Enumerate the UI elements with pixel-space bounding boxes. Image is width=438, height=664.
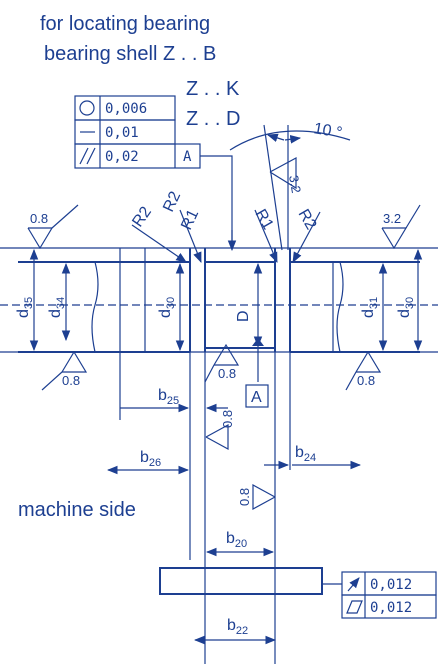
label-d35: d35 (15, 297, 35, 318)
surface-value-top-right: 3.2 (383, 211, 401, 226)
dim-b25: b25 (120, 387, 228, 413)
surface-value-bottom-right: 0.8 (357, 373, 375, 388)
tolerance-frame-right: 0,012 0,012 (322, 571, 437, 619)
datum-a: A (245, 338, 269, 408)
label-d31: d31 (360, 297, 380, 318)
tolerance-datum: A (183, 149, 192, 165)
flatness-icon (346, 600, 363, 614)
surface-value-angled: 3.2 (286, 174, 304, 194)
surface-value-top-left: 0.8 (30, 211, 48, 226)
surface-mark-lower-a: 0.8 (205, 410, 235, 451)
header-line-1: for locating bearing (40, 13, 210, 35)
surface-mark-bottom-right: 0.8 (345, 350, 382, 391)
tolerance-frame-left: 0,006 0,01 0,02 A (74, 95, 201, 169)
tolerance-value-flatness: 0,012 (370, 600, 412, 616)
label-D: D (235, 310, 252, 322)
label-b24: b24 (295, 444, 316, 464)
runout-icon (347, 577, 360, 592)
dim-b26: b26 (106, 449, 190, 475)
header-line-4: Z . . D (186, 108, 240, 130)
datum-a-label: A (251, 389, 262, 406)
surface-mark-bottom-left: 0.8 (41, 350, 88, 391)
radius-r2-right: R2 (295, 207, 320, 233)
label-d34: d34 (47, 297, 67, 318)
label-d30-right: d30 (396, 297, 416, 318)
angle-label: 10 ° (312, 120, 343, 142)
circularity-icon (79, 100, 95, 116)
tolerance-value-parallelism: 0,02 (105, 149, 139, 165)
bearing-shell-block (159, 567, 323, 595)
shaft-outline (0, 247, 438, 420)
dim-d35: d35 (15, 248, 39, 352)
surface-mark-top-left: 0.8 (27, 204, 79, 250)
label-b22: b22 (227, 617, 248, 637)
label-b20: b20 (226, 530, 247, 550)
machine-side-label: machine side (18, 499, 136, 521)
surface-mark-bottom-mid: 0.8 (204, 343, 240, 383)
surface-mark-lower-b: 0.8 (237, 483, 276, 511)
label-b26: b26 (140, 449, 161, 469)
dim-b22: b22 (193, 617, 277, 645)
surface-value-bottom-mid: 0.8 (218, 366, 236, 381)
parallelism-icon (79, 147, 96, 165)
label-b25: b25 (158, 387, 179, 407)
label-d30-left: d30 (157, 297, 177, 318)
tolerance-value-circularity: 0,006 (105, 101, 147, 117)
radius-r1-left: R1 (178, 207, 202, 233)
surface-value-lower-b: 0.8 (237, 488, 252, 506)
dim-d30-right: d30 (396, 248, 423, 352)
surface-mark-angled: 3.2 (269, 156, 304, 194)
surface-value-bottom-left: 0.8 (62, 373, 80, 388)
dim-d34: d34 (47, 262, 71, 342)
dim-D: D (235, 262, 263, 348)
tolerance-value-runout: 0,012 (370, 577, 412, 593)
header-line-3: Z . . K (186, 78, 240, 100)
dim-d30-left: d30 (157, 262, 185, 352)
surface-mark-top-right: 3.2 (381, 204, 421, 250)
dim-d31: d31 (360, 262, 388, 352)
radius-callouts: R2 R2 R1 R1 R2 (129, 189, 321, 264)
dim-b24: b24 (264, 444, 362, 470)
surface-value-lower-a: 0.8 (220, 410, 235, 428)
header-line-2: bearing shell Z . . B (44, 43, 216, 65)
tolerance-value-straightness: 0,01 (105, 125, 139, 141)
dim-b20: b20 (205, 530, 275, 557)
